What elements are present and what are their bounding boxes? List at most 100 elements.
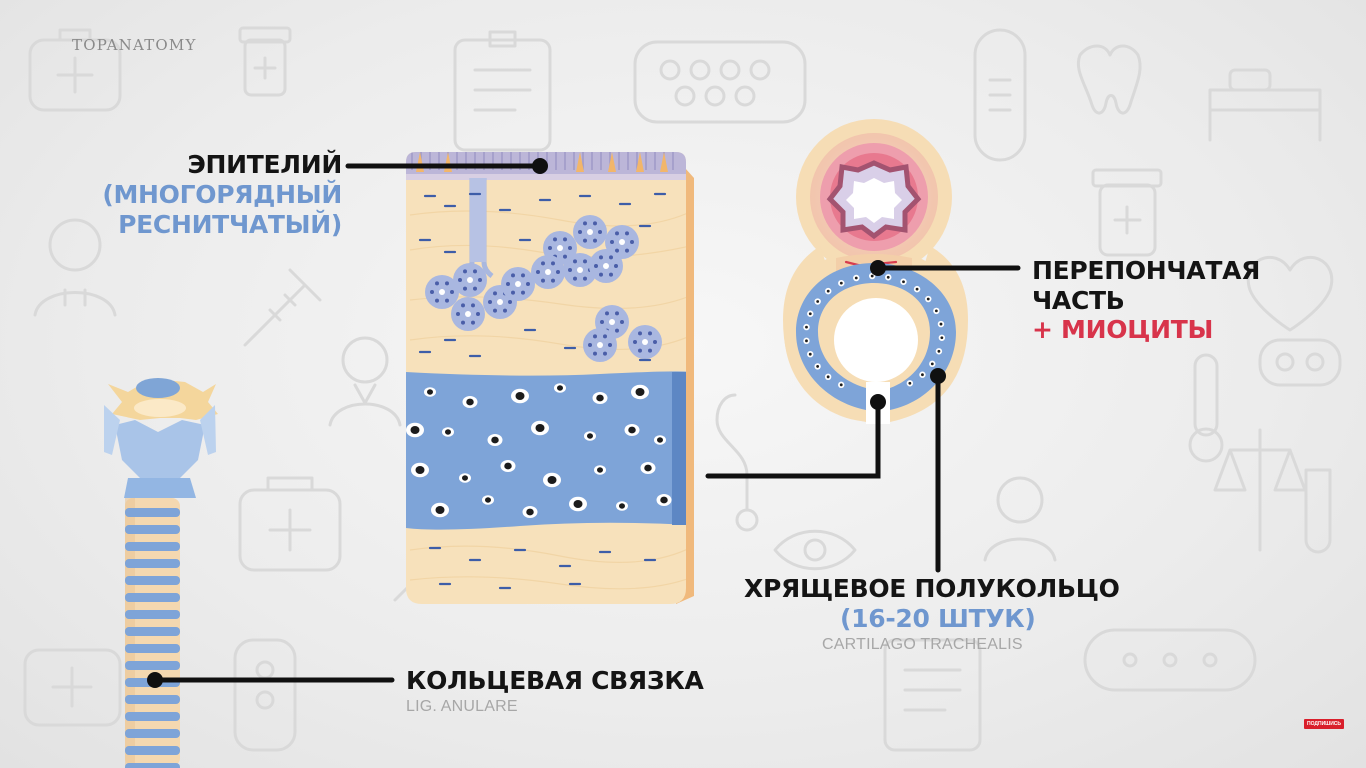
ring-chondrocyte-nucleus bbox=[839, 383, 843, 387]
acinus-lumen bbox=[642, 339, 648, 345]
ring-chondrocyte-nucleus bbox=[839, 281, 843, 285]
tracheal-ring bbox=[125, 729, 180, 738]
ring-chondrocyte-nucleus bbox=[805, 325, 808, 329]
acinus-nucleus bbox=[615, 248, 619, 253]
acinus-lumen bbox=[465, 311, 471, 317]
acinus-nucleus bbox=[598, 230, 602, 234]
acinus-nucleus bbox=[583, 259, 587, 264]
ligament-latin-name: LIG. ANULARE bbox=[406, 698, 518, 715]
gland-duct-fill bbox=[470, 178, 486, 262]
acinus-nucleus bbox=[625, 248, 629, 253]
scales-icon bbox=[1213, 428, 1307, 552]
ring-chondrocyte-nucleus bbox=[870, 274, 874, 278]
tablets-blister-icon bbox=[633, 40, 807, 124]
acinus-nucleus bbox=[615, 231, 619, 236]
acinus-nucleus bbox=[593, 351, 597, 356]
tracheal-ring bbox=[125, 559, 180, 568]
acinus-nucleus bbox=[456, 312, 460, 316]
ring-chondrocyte-nucleus bbox=[854, 276, 858, 280]
subscribe-button[interactable]: ПОДПИШИСЬ bbox=[1304, 719, 1344, 729]
tracheal-ring bbox=[125, 746, 180, 755]
acinus-nucleus bbox=[435, 281, 439, 286]
ring-chondrocyte-nucleus bbox=[926, 297, 930, 301]
chondrocyte-nucleus bbox=[445, 429, 451, 435]
cartilage-half-ring bbox=[796, 263, 956, 410]
acinus-nucleus bbox=[493, 291, 497, 296]
acinus-nucleus bbox=[488, 300, 492, 304]
tracheal-ring bbox=[125, 763, 180, 768]
acinus-nucleus bbox=[473, 269, 477, 274]
acinus-nucleus bbox=[435, 298, 439, 303]
tracheal-lumen bbox=[834, 298, 918, 382]
chondrocyte-nucleus bbox=[635, 387, 645, 397]
ring-chondrocyte-nucleus bbox=[902, 280, 905, 284]
acinus-nucleus bbox=[608, 343, 612, 347]
acinus-nucleus bbox=[648, 331, 652, 336]
cartilage-count: (16-20 ШТУК) bbox=[840, 604, 1036, 633]
chondrocyte-nucleus bbox=[596, 394, 604, 402]
chondrocyte-nucleus bbox=[547, 475, 557, 485]
acinus-nucleus bbox=[600, 320, 604, 324]
acinus-nucleus bbox=[471, 303, 475, 308]
acinus-nucleus bbox=[573, 259, 577, 264]
acinus-nucleus bbox=[648, 348, 652, 353]
cartilage-count-label: (16-20 ШТУК) bbox=[840, 604, 1036, 634]
epithelium-title: ЭПИТЕЛИЙ bbox=[187, 150, 342, 179]
acinus-nucleus bbox=[553, 237, 557, 242]
acinus-nucleus bbox=[568, 268, 572, 272]
cartilage-ring-label: ХРЯЩЕВОЕ ПОЛУКОЛЬЦО bbox=[744, 574, 1120, 604]
ring-chondrocyte-nucleus bbox=[908, 381, 912, 385]
cartilage-cells bbox=[803, 272, 946, 389]
goblet-cell bbox=[636, 152, 644, 172]
brand-logo: TOPANATOMY bbox=[72, 36, 197, 54]
membranous-line2: ЧАСТЬ bbox=[1032, 285, 1125, 315]
thyroid-cartilage bbox=[115, 420, 205, 478]
chondrocyte-nucleus bbox=[491, 436, 499, 444]
acinus-lumen bbox=[467, 277, 473, 283]
acinus-nucleus bbox=[620, 320, 624, 324]
acinus-nucleus bbox=[593, 238, 597, 243]
acinus-nucleus bbox=[548, 246, 552, 250]
tracheal-ring bbox=[125, 525, 180, 534]
nuclei-dashes bbox=[418, 192, 667, 590]
heart-icon bbox=[1246, 256, 1334, 332]
doctor-icon bbox=[33, 218, 117, 317]
acinus-nucleus bbox=[610, 240, 614, 244]
acinus-nucleus bbox=[493, 308, 497, 313]
ring-chondrocyte-nucleus bbox=[886, 275, 890, 279]
leader-lines bbox=[152, 163, 1021, 683]
acinus-nucleus bbox=[526, 282, 530, 286]
acinus-nucleus bbox=[511, 290, 515, 295]
chondrocyte-nucleus bbox=[657, 437, 663, 443]
ring-chondrocyte-nucleus bbox=[826, 375, 830, 379]
acinus-nucleus bbox=[430, 290, 434, 294]
acinus-nucleus bbox=[521, 290, 525, 295]
ring-chondrocyte-nucleus bbox=[808, 312, 812, 316]
acinus-lumen bbox=[439, 289, 445, 295]
epithelium-type-line1: (МНОГОРЯДНЫЙ bbox=[102, 180, 342, 209]
acinus-nucleus bbox=[638, 331, 642, 336]
ring-chondrocyte-nucleus bbox=[808, 352, 812, 356]
acinus-nucleus bbox=[445, 298, 449, 303]
chondrocyte-nucleus bbox=[415, 465, 425, 475]
acinus-nucleus bbox=[583, 276, 587, 281]
membranous-label: ПЕРЕПОНЧАТАЯ ЧАСТЬ + МИОЦИТЫ bbox=[1032, 256, 1260, 345]
acinus-lumen bbox=[603, 263, 609, 269]
epithelium-label: ЭПИТЕЛИЙ bbox=[182, 150, 342, 180]
goblet-cell bbox=[608, 152, 616, 172]
acinus-nucleus bbox=[593, 334, 597, 339]
ring-chondrocyte-nucleus bbox=[921, 373, 924, 377]
cartilage-ring-title: ХРЯЩЕВОЕ ПОЛУКОЛЬЦО bbox=[744, 574, 1120, 603]
acinus-nucleus bbox=[503, 308, 507, 313]
thermometer-icon bbox=[1188, 353, 1224, 463]
clipboard-icon bbox=[453, 30, 552, 152]
clipboard-icon bbox=[883, 638, 982, 752]
acinus-lumen bbox=[587, 229, 593, 235]
chondrocyte-nucleus bbox=[557, 385, 563, 391]
tracheal-ring bbox=[125, 712, 180, 721]
acinus-nucleus bbox=[541, 278, 545, 283]
acinus-nucleus bbox=[603, 334, 607, 339]
acinus-nucleus bbox=[593, 221, 597, 226]
epithelium-type-label: (МНОГОРЯДНЫЙ РЕСНИТЧАТЫЙ) bbox=[80, 180, 342, 239]
